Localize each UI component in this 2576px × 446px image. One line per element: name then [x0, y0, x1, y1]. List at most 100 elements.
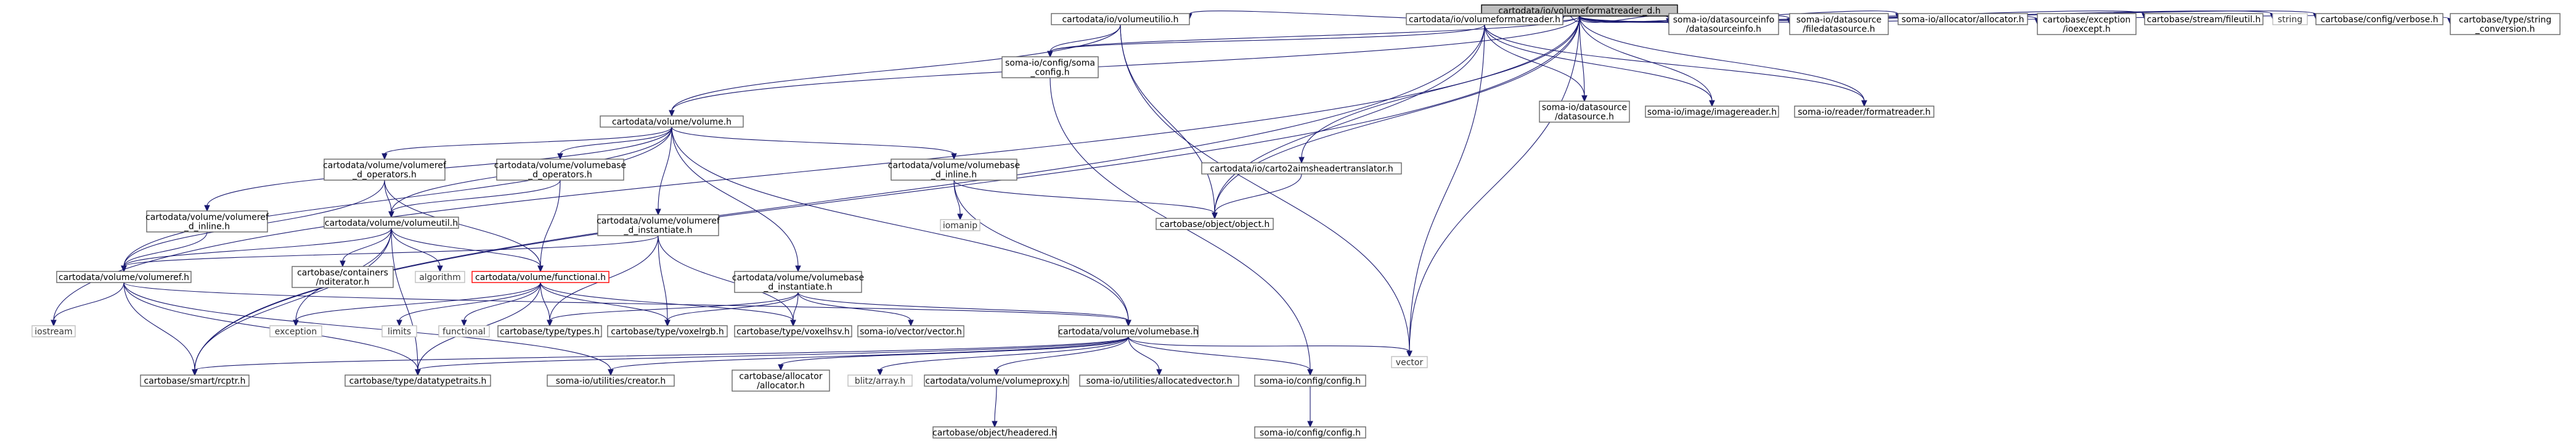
- edge-volumebase-to-allocatedvector: [1128, 336, 1160, 371]
- node-label: cartobase/stream/fileutil.h: [2147, 15, 2261, 25]
- node-types[interactable]: cartobase/type/types.h: [497, 325, 602, 337]
- node-volumeref_inline[interactable]: cartodata/volume/volumeref_d_inline.h: [145, 210, 269, 233]
- edge-volumeutil-to-containers: [342, 228, 392, 262]
- node-limits[interactable]: limits: [381, 325, 417, 337]
- edge-volumeformatreader-to-vector_std: [1409, 24, 1485, 352]
- node-fileutil[interactable]: cartobase/stream/fileutil.h: [2144, 13, 2264, 25]
- node-object[interactable]: cartobase/object/object.h: [1156, 218, 1274, 230]
- edge-volume-to-volumebase_inline: [671, 126, 955, 155]
- node-box: [734, 325, 852, 337]
- node-headertranslator[interactable]: cartodata/io/carto2aimsheadertranslator.…: [1201, 162, 1402, 175]
- node-verbose[interactable]: cartobase/config/verbose.h: [2315, 13, 2444, 25]
- node-box: [2450, 13, 2561, 35]
- node-creator[interactable]: soma-io/utilities/creator.h: [547, 374, 675, 387]
- edge-arrowhead: [192, 369, 198, 376]
- edge-volumeref_operators-to-functional_h: [384, 180, 541, 267]
- node-volumeref_instantiate[interactable]: cartodata/volume/volumeref_d_instantiate…: [597, 214, 720, 236]
- node-label: cartobase/exception: [2043, 15, 2131, 25]
- node-exception_std[interactable]: exception: [269, 325, 322, 337]
- node-functional_h[interactable]: cartodata/volume/functional.h: [471, 271, 609, 283]
- node-somaconfig[interactable]: soma-io/config/soma_config.h: [1001, 56, 1099, 78]
- node-volumeref_operators[interactable]: cartodata/volume/volumeref_d_operators.h: [323, 159, 447, 181]
- node-datasource[interactable]: soma-io/datasource/datasource.h: [1539, 101, 1630, 123]
- node-exception[interactable]: cartobase/exception/ioexcept.h: [2037, 13, 2137, 35]
- node-box: [1897, 13, 2028, 25]
- node-functional_std[interactable]: functional: [438, 325, 490, 337]
- node-box: [146, 210, 268, 233]
- node-volumebase_inline[interactable]: cartodata/volume/volumebase_d_inline.h: [888, 159, 1020, 181]
- node-volumeutilio[interactable]: cartodata/io/volumeutilio.h: [1051, 13, 1190, 25]
- edge-volume-to-volumeref: [123, 126, 672, 267]
- node-blitz[interactable]: blitz/array.h: [847, 374, 913, 387]
- edge-volumebase_inline-to-volumebase: [953, 180, 1129, 321]
- node-formatreader[interactable]: soma-io/reader/formatreader.h: [1794, 105, 1934, 118]
- edge-volume-to-volumebase_instantiate: [671, 126, 799, 267]
- node-iostream[interactable]: iostream: [31, 325, 76, 337]
- node-volumeutil[interactable]: cartodata/volume/volumeutil.h: [324, 217, 459, 229]
- node-iomanip[interactable]: iomanip: [940, 219, 980, 231]
- node-box: [438, 325, 490, 337]
- node-label: cartodata/volume/volumeref: [145, 213, 269, 223]
- node-filedatasource[interactable]: soma-io/datasource/filedatasource.h: [1789, 13, 1889, 35]
- node-containers[interactable]: cartobase/containers/nditerator.h: [291, 266, 394, 288]
- node-voxelhsv[interactable]: cartobase/type/voxelhsv.h: [734, 325, 852, 337]
- edge-volumebase_operators-to-functional_h: [540, 180, 561, 267]
- node-allocatedvector[interactable]: soma-io/utilities/allocatedvector.h: [1079, 374, 1239, 387]
- node-volumeref[interactable]: cartodata/volume/volumeref.h: [56, 271, 192, 283]
- node-datasourceinfo[interactable]: soma-io/datasourceinfo/datasourceinfo.h: [1668, 13, 1779, 35]
- node-datatypetraits[interactable]: cartobase/type/datatypetraits.h: [344, 374, 491, 387]
- node-volume[interactable]: cartodata/volume/volume.h: [600, 115, 744, 128]
- node-label: cartobase/type/datatypetraits.h: [349, 376, 487, 386]
- node-volumebase_operators[interactable]: cartodata/volume/volumebase_d_operators.…: [494, 159, 626, 181]
- edge-arrowhead: [1307, 421, 1313, 428]
- node-label: cartodata/volume/volumebase: [732, 273, 864, 283]
- node-allocator[interactable]: soma-io/allocator/allocator.h: [1897, 13, 2028, 25]
- edge-volumebase-to-datatypetraits: [417, 336, 1129, 371]
- edge-arrowhead: [908, 320, 914, 327]
- node-box: [732, 370, 830, 392]
- node-cb_allocator[interactable]: cartobase/allocator/allocator.h: [732, 370, 830, 392]
- edge-arrowhead: [664, 320, 670, 327]
- node-label: cartobase/type/types.h: [500, 327, 600, 337]
- node-imagereader[interactable]: soma-io/image/imagereader.h: [1645, 105, 1779, 118]
- edge-volumeformatreader-to-object: [1214, 24, 1485, 214]
- node-label: functional: [442, 327, 486, 337]
- node-box: [1001, 56, 1099, 78]
- node-label: cartodata/io/volumeformatreader.h: [1409, 15, 1560, 25]
- node-box: [1051, 13, 1190, 25]
- node-volumebase[interactable]: cartodata/volume/volumebase.h: [1058, 325, 1199, 337]
- node-string[interactable]: string: [2272, 13, 2308, 25]
- node-box: [1254, 374, 1366, 387]
- node-volumeformatreader[interactable]: cartodata/io/volumeformatreader.h: [1406, 13, 1563, 25]
- edge-arrowhead: [992, 421, 998, 428]
- edge-arrowhead: [121, 265, 127, 273]
- node-stringconv[interactable]: cartobase/type/string_conversion.h: [2450, 13, 2561, 35]
- node-label: soma-io/datasource: [1796, 15, 1881, 25]
- edge-volumeref_operators-to-volumeutil: [384, 180, 392, 213]
- node-algorithm[interactable]: algorithm: [415, 271, 465, 283]
- node-volumeproxy[interactable]: cartodata/volume/volumeproxy.h: [924, 374, 1069, 387]
- node-smartptr[interactable]: cartobase/smart/rcptr.h: [140, 374, 250, 387]
- node-vector_std[interactable]: vector: [1391, 356, 1428, 368]
- node-volumebase_instantiate[interactable]: cartodata/volume/volumebase_d_instantiat…: [732, 271, 864, 293]
- edge-arrowhead: [557, 153, 563, 160]
- edge-arrowhead: [778, 364, 784, 371]
- node-box: [891, 159, 1017, 181]
- edge-arrowhead: [340, 260, 346, 268]
- node-label: cartodata/volume/volumebase: [494, 161, 626, 171]
- edge-volumebase_instantiate-to-volumebase: [797, 292, 1129, 321]
- node-config_config[interactable]: soma-io/config/config.h: [1254, 426, 1366, 439]
- node-config[interactable]: soma-io/config/config.h: [1254, 374, 1366, 387]
- edge-arrowhead: [1861, 100, 1867, 107]
- node-label: _config.h: [1030, 68, 1069, 78]
- node-box: [291, 266, 394, 288]
- edge-arrowhead: [951, 153, 957, 160]
- node-box: [857, 325, 964, 337]
- node-label: cartobase/object/headered.h: [932, 428, 1057, 438]
- node-headered[interactable]: cartobase/object/headered.h: [932, 426, 1057, 439]
- node-vector_h[interactable]: soma-io/vector/vector.h: [857, 325, 964, 337]
- edge-root-to-smartptr: [194, 15, 1580, 371]
- edge-arrowhead: [877, 369, 883, 376]
- node-voxelrgb[interactable]: cartobase/type/voxelrgb.h: [607, 325, 728, 337]
